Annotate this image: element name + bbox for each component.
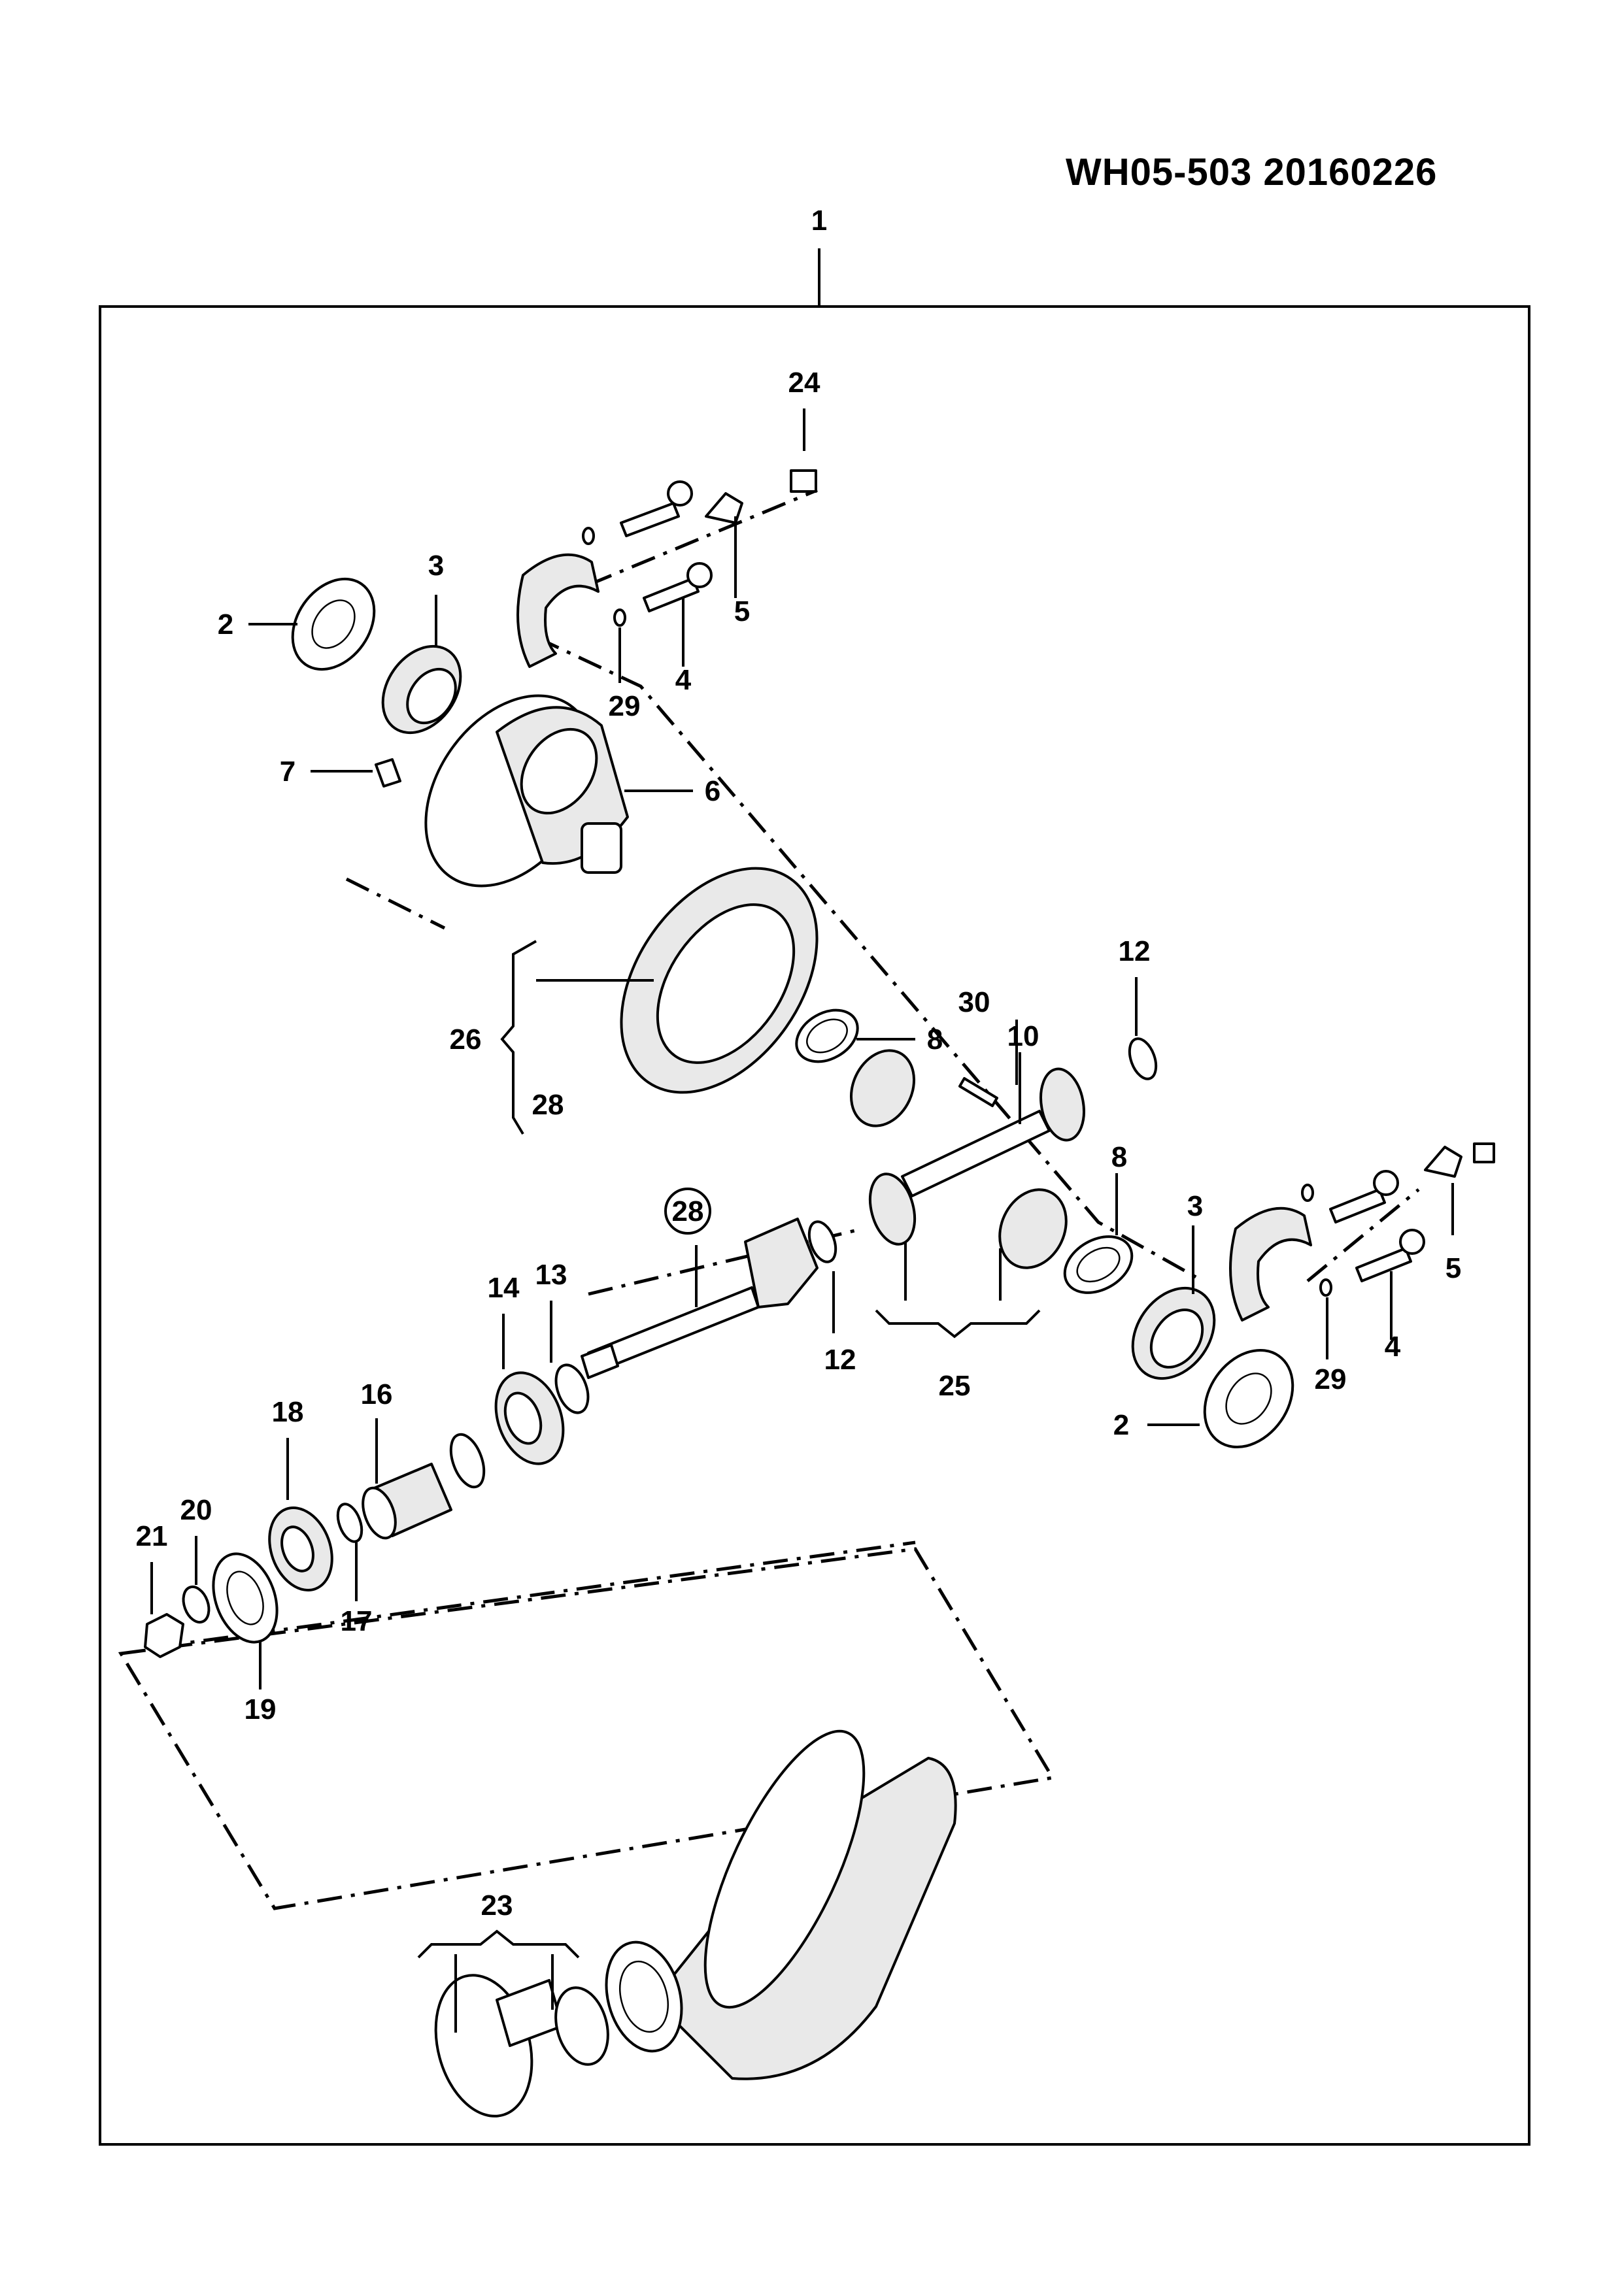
shim-2-lower [1147, 1348, 1294, 1449]
bearing-3-lower [1131, 1225, 1216, 1380]
bearing-14 [494, 1314, 565, 1465]
callout-30: 30 [958, 986, 990, 1018]
differential-case-6 [424, 694, 693, 888]
oil-seal-19 [212, 1552, 279, 1689]
bolts-4-upper [620, 480, 713, 667]
callout-24: 24 [788, 367, 820, 399]
bearing-3-upper [381, 595, 462, 735]
nut-21 [144, 1562, 184, 1658]
callout-21: 21 [136, 1520, 168, 1552]
lock-plate-5-lower [1424, 1142, 1495, 1235]
drawing-code: WH05-503 20160226 [1066, 151, 1438, 193]
callout-16: 16 [361, 1378, 393, 1410]
axis-upper-right [588, 488, 818, 587]
callout-23: 23 [481, 1889, 513, 1922]
callout-8-lower: 8 [1111, 1141, 1127, 1173]
callout-17: 17 [341, 1605, 373, 1637]
carrier-housing-23 [605, 1729, 957, 2080]
washer-13 [550, 1301, 590, 1414]
spacer-16 [362, 1418, 452, 1540]
bearing-18 [268, 1438, 333, 1591]
axis-lower-right [1306, 1188, 1420, 1282]
washer-17 [336, 1503, 363, 1601]
spacer-shim [449, 1433, 486, 1489]
lock-plate-5-upper [705, 492, 743, 598]
callout-1: 1 [811, 205, 827, 237]
bolt-7 [311, 758, 401, 788]
bolt-24 [790, 408, 817, 493]
callout-29-lower: 29 [1315, 1363, 1347, 1395]
thrust-washer-8-upper [795, 1008, 915, 1063]
callout-2-upper: 2 [218, 608, 233, 641]
axis-main [535, 635, 1204, 1283]
callout-3-upper: 3 [428, 550, 444, 582]
callout-4-upper: 4 [675, 664, 692, 696]
callout-26: 26 [450, 1023, 482, 1056]
ring-gear-26 [536, 867, 819, 1094]
flange-23 [434, 1954, 564, 2118]
callout-4-lower: 4 [1385, 1331, 1401, 1363]
callout-3-lower: 3 [1187, 1190, 1203, 1222]
brace-26-28 [500, 940, 537, 1135]
pin-30 [958, 1020, 1018, 1107]
callout-12-upper: 12 [1119, 935, 1151, 967]
callout-18: 18 [272, 1396, 304, 1428]
seal-23 [551, 1954, 609, 2066]
differential-gears-25 [849, 1049, 1085, 1301]
assembly-frame [99, 305, 1530, 2146]
callout-19: 19 [245, 1693, 277, 1725]
pinion-shaft-10 [901, 1052, 1051, 1197]
axis-bolt-7 [345, 877, 446, 930]
washer-20 [182, 1536, 211, 1624]
callout-20: 20 [180, 1494, 212, 1526]
thrust-washer-8-lower [1063, 1173, 1134, 1294]
washer-29-lower [1301, 1184, 1332, 1359]
washer-29-upper [582, 527, 626, 683]
callout-8-upper: 8 [927, 1023, 943, 1056]
shim-12-upper [1128, 977, 1158, 1080]
callout-25: 25 [939, 1370, 971, 1402]
callout-12-lower: 12 [824, 1344, 856, 1376]
bearing-cap-upper [516, 553, 600, 668]
callout-28-pinion: 28 [672, 1195, 704, 1227]
callout-7: 7 [280, 756, 296, 788]
callout-5-upper: 5 [734, 595, 750, 627]
axis-pinion-left [156, 1540, 916, 1649]
brace-25 [875, 1309, 1041, 1339]
callout-6: 6 [705, 775, 720, 807]
callout-28-upper: 28 [532, 1089, 564, 1121]
callout-29-upper: 29 [609, 690, 641, 722]
shim-2-upper [248, 577, 376, 671]
callout-2-lower: 2 [1113, 1409, 1129, 1441]
housing-group-box [118, 1547, 1056, 1910]
shim-12-lower [807, 1220, 837, 1333]
drive-pinion-28 [581, 1218, 819, 1379]
callout-13: 13 [535, 1259, 567, 1291]
bolts-4-lower [1329, 1170, 1425, 1340]
bearing-cap-lower [1229, 1206, 1312, 1322]
callout-5-lower: 5 [1445, 1252, 1461, 1284]
callout-14: 14 [488, 1272, 520, 1304]
callout-circle-28 [664, 1188, 711, 1235]
brace-23 [417, 1929, 580, 1959]
callout-10: 10 [1007, 1020, 1039, 1052]
